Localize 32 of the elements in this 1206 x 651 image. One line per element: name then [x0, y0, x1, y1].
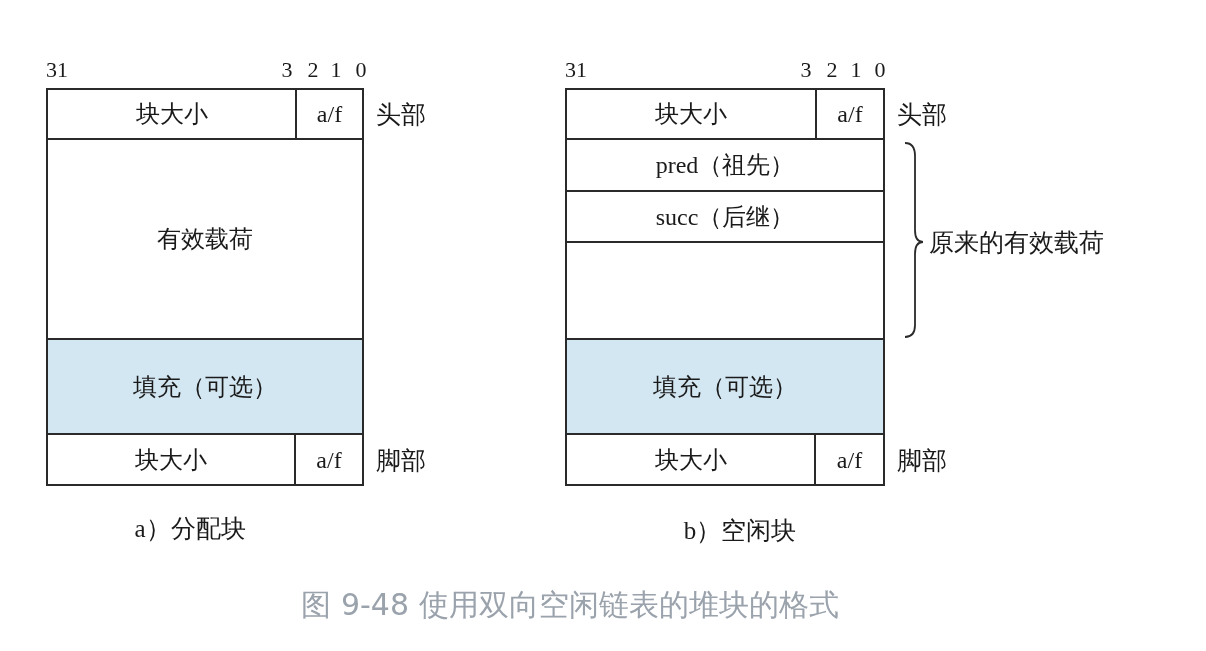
bit-number: 2 [307, 59, 319, 81]
pred-pointer-field: pred（祖先） [565, 138, 885, 192]
part-label: 头部 [897, 101, 947, 127]
bit-number: 3 [281, 59, 293, 81]
padding-area: 填充（可选） [565, 338, 885, 435]
bit-number: 3 [800, 59, 812, 81]
alloc-flag-field: a/f [294, 433, 364, 486]
brace-label: 原来的有效载荷 [929, 229, 1104, 255]
bit-number: 1 [330, 59, 342, 81]
part-label: 脚部 [376, 447, 426, 472]
part-label: 脚部 [897, 447, 947, 472]
figure-caption: 图 9-48 使用双向空闲链表的堆块的格式 [301, 590, 839, 620]
succ-pointer-field: succ（后继） [565, 190, 885, 243]
subfigure-caption: b）空闲块 [683, 517, 797, 543]
bit-number: 31 [565, 59, 587, 81]
bit-number: 2 [826, 59, 838, 81]
block-size-field: 块大小 [46, 88, 297, 140]
part-label: 头部 [376, 101, 426, 127]
alloc-flag-field: a/f [814, 433, 885, 486]
subfigure-caption: a）分配块 [134, 515, 246, 541]
block-size-field: 块大小 [565, 88, 817, 140]
payload-area [565, 241, 885, 340]
bit-number: 0 [355, 59, 367, 81]
bit-number: 31 [46, 59, 68, 81]
alloc-flag-field: a/f [815, 88, 885, 140]
block-size-field: 块大小 [565, 433, 816, 486]
padding-area: 填充（可选） [46, 338, 364, 435]
bit-number: 1 [850, 59, 862, 81]
bit-number: 0 [874, 59, 886, 81]
block-size-field: 块大小 [46, 433, 296, 486]
payload-area: 有效载荷 [46, 138, 364, 340]
alloc-flag-field: a/f [295, 88, 364, 140]
